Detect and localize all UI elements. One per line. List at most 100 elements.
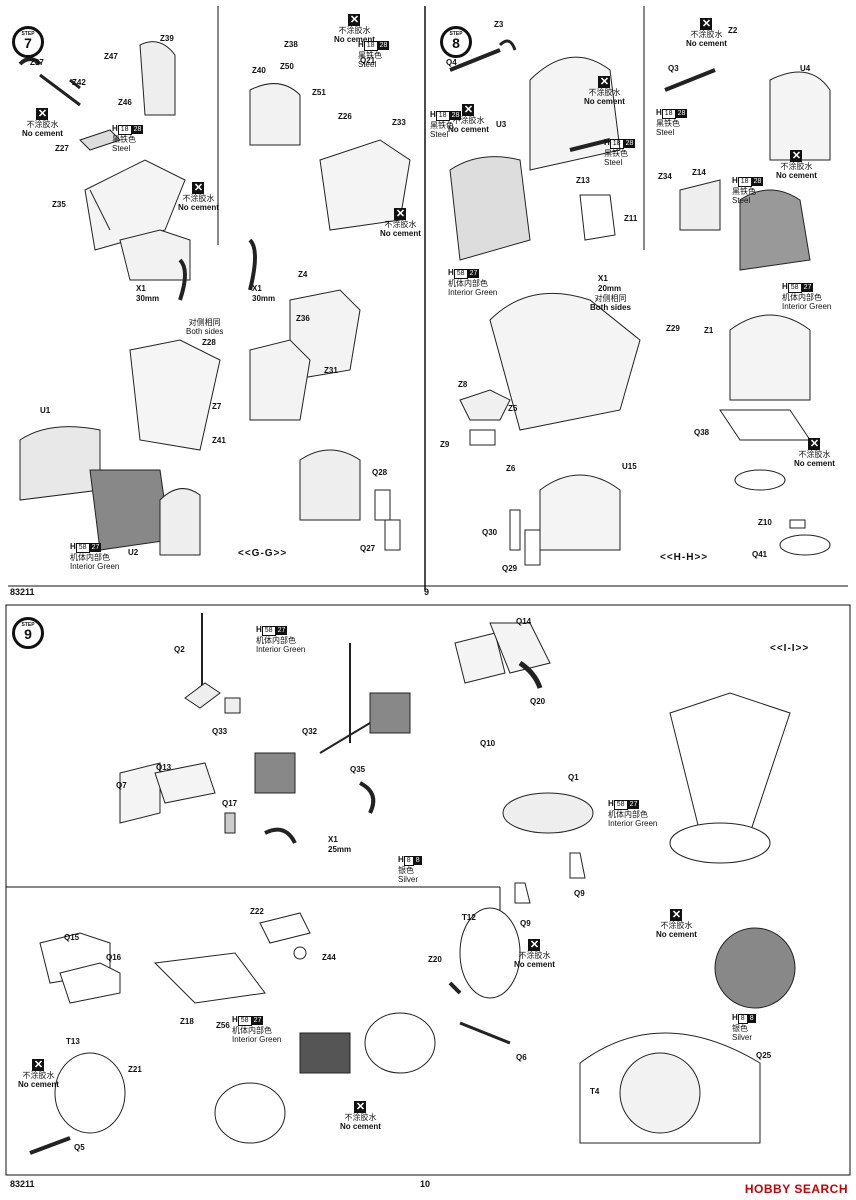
part-label: Q16 [106,953,122,962]
part-label: Z10 [758,518,772,527]
part-label: Z4 [298,270,308,279]
part-label: T4 [590,1087,600,1096]
part-label: T13 [66,1037,80,1046]
no-cement-icon: ✕ [528,939,541,951]
part-label: Q9 [574,889,585,898]
both-sides-note: 对侧相同 Both sides [590,294,631,312]
part-label: Z56 [216,1021,230,1030]
no-cement-icon: ✕ [354,1101,367,1113]
both-sides-note: 对侧相同 Both sides [186,318,223,336]
no-cement-note: ✕ 不涂胶水 No cement [178,182,219,212]
part-label: U1 [40,406,51,415]
no-cement-note: ✕ 不涂胶水 No cement [584,76,625,106]
part-label: Z9 [440,440,450,449]
both-sides-cn: 对侧相同 [188,318,221,327]
part-label: Z3 [494,20,504,29]
watermark: HOBBY SEARCH [744,1182,848,1196]
part-label: Q33 [212,727,228,736]
part-label: U4 [800,64,811,73]
part-label: Z39 [160,34,174,43]
part-label: Z11 [624,214,638,223]
no-cement-icon: ✕ [670,909,683,921]
no-cement-icon: ✕ [348,14,361,26]
instruction-page-9: STEP 7 <<G-G>> STEP 8 <<H-H>> Z39 Z47 Z3… [8,6,848,597]
part-label: X1 [328,835,338,844]
part-label: Q27 [360,544,376,553]
step-number: 9 [24,626,32,642]
part-label: Z37 [30,58,44,67]
instruction-page-10: STEP 9 <<I-I>> Q2 Q33 Q32 Q35 X1 25mm Q7… [0,603,856,1200]
part-label: Z13 [576,176,590,185]
part-label: Z5 [508,404,518,413]
no-cement-cn: 不涂胶水 [26,120,59,129]
part-label: 20mm [598,284,622,293]
part-label: Q25 [756,1051,772,1060]
no-cement-icon: ✕ [36,108,49,120]
part-label: Q30 [482,528,498,537]
part-label: Q20 [530,697,546,706]
part-label: Q41 [752,550,768,559]
part-label: Z22 [250,907,264,916]
part-label: Z33 [392,118,406,127]
no-cement-icon: ✕ [790,150,803,162]
step-number: 7 [24,35,32,51]
catalog-number: 83211 [10,1179,35,1189]
no-cement-icon: ✕ [700,18,713,30]
part-label: Z26 [338,112,352,121]
part-label: Q17 [222,799,238,808]
part-label: Z36 [296,314,310,323]
no-cement-note: ✕ 不涂胶水 No cement [18,1059,59,1089]
no-cement-cn: 不涂胶水 [338,26,371,35]
part-label: Q5 [74,1143,85,1152]
no-cement-note: ✕ 不涂胶水 No cement [656,909,697,939]
page-10-frame [5,604,851,1176]
part-label: Z6 [506,464,516,473]
no-cement-en: No cement [334,35,375,44]
part-label: U3 [496,120,507,129]
part-label: X1 [136,284,146,293]
part-label: Z31 [324,366,338,375]
part-label: Z42 [72,78,86,87]
step-7-badge: STEP 7 [12,26,44,58]
part-label: Z2 [728,26,738,35]
part-label: U15 [622,462,637,471]
no-cement-note: ✕ 不涂胶水 No cement [340,1101,381,1131]
part-label: 25mm [328,845,352,854]
no-cement-note: ✕ 不涂胶水 No cement [514,939,555,969]
section-name-i: <<I-I>> [770,643,810,654]
no-cement-en: No cement [22,129,63,138]
part-label: U2 [128,548,139,557]
part-label: Q21 [360,56,376,65]
no-cement-note: ✕ 不涂胶水 No cement [776,150,817,180]
part-label: X1 [252,284,262,293]
part-label: Q4 [446,58,457,67]
step-word: STEP [449,31,463,37]
no-cement-cn: 不涂胶水 [182,194,215,203]
part-label: Z20 [428,955,442,964]
part-label: Z8 [458,380,468,389]
part-label: Q14 [516,617,532,626]
step-8-badge: STEP 8 [440,26,472,58]
no-cement-note: ✕ 不涂胶水 No cement [22,108,63,138]
part-label: 30mm [136,294,160,303]
part-label: Q35 [350,765,366,774]
step-word: STEP [21,31,35,37]
step-number: 8 [452,35,460,51]
section-name-g: <<G-G>> [238,548,288,559]
part-label: Q3 [668,64,679,73]
no-cement-note: ✕ 不涂胶水 No cement [448,104,489,134]
part-label: Q29 [502,564,518,573]
no-cement-en: No cement [178,203,219,212]
both-sides-en: Both sides [186,327,224,336]
step-9-badge: STEP 9 [12,617,44,649]
